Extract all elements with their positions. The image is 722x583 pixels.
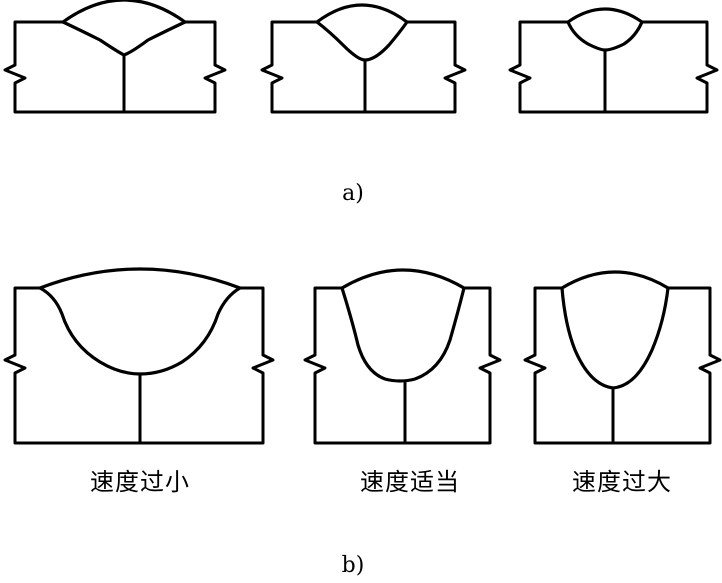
plate-outline <box>303 286 502 445</box>
weld-panel-b3: 速度过大 <box>523 270 722 496</box>
row-b: 速度过小 速度适当 速度过大 b) <box>3 267 722 578</box>
caption-a: a) <box>342 181 364 206</box>
weld-fusion-boundary <box>315 20 409 62</box>
weld-reinforcement <box>566 7 644 24</box>
weld-panel-a3 <box>508 7 719 114</box>
speed-label-b2: 速度适当 <box>360 468 460 496</box>
row-a: a) <box>3 0 719 206</box>
plate-outline <box>3 20 227 114</box>
caption-b: b) <box>342 553 365 578</box>
weld-reinforcement <box>560 270 670 290</box>
plate-outline <box>523 286 722 445</box>
weld-fusion-boundary <box>61 20 187 57</box>
weld-fusion-boundary <box>560 286 670 390</box>
weld-reinforcement <box>315 3 409 24</box>
weld-reinforcement <box>61 0 187 24</box>
weld-panel-a2 <box>260 3 467 114</box>
weld-panel-b2: 速度适当 <box>303 268 502 496</box>
weld-reinforcement <box>340 268 466 290</box>
weld-fusion-boundary <box>566 20 644 52</box>
plate-outline <box>508 20 719 114</box>
weld-fusion-boundary <box>38 286 242 376</box>
speed-label-b1: 速度过小 <box>90 468 190 496</box>
weld-fusion-boundary <box>340 286 466 383</box>
weld-reinforcement <box>38 267 242 290</box>
weld-panel-a1 <box>3 0 227 114</box>
speed-label-b3: 速度过大 <box>572 468 672 496</box>
weld-panel-b1: 速度过小 <box>3 267 275 496</box>
